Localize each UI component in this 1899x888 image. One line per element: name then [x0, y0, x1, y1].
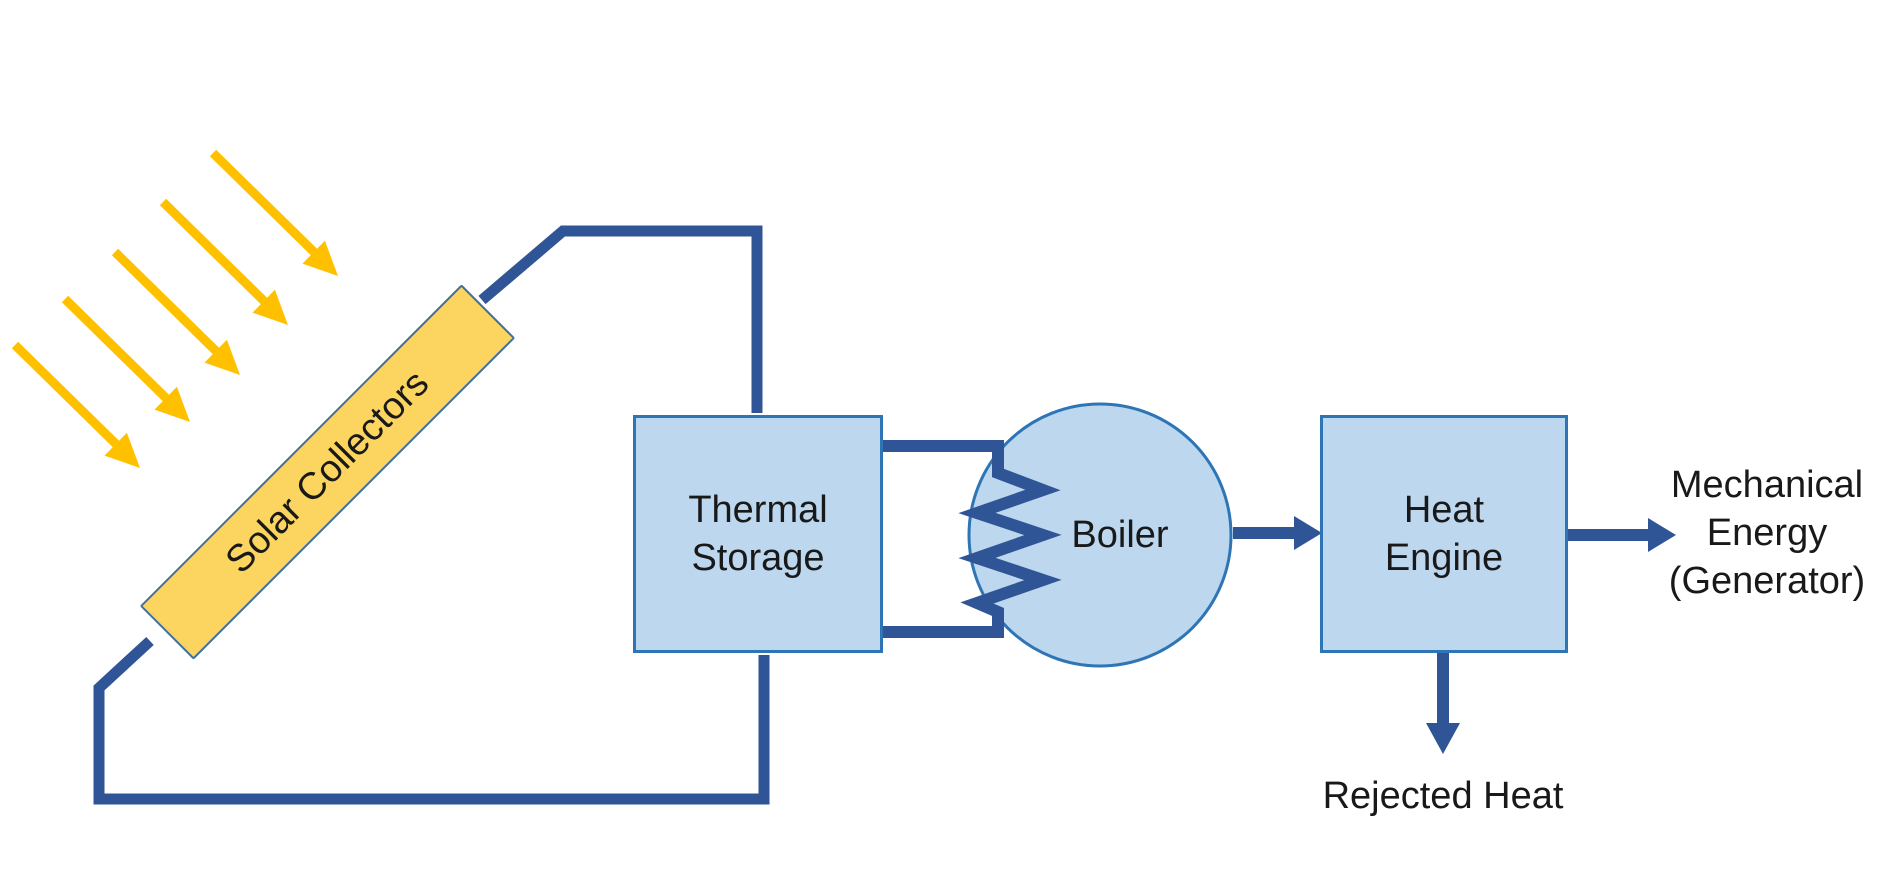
boiler-node: [967, 402, 1233, 668]
pipe-storage-to-boiler-coil: [880, 440, 1062, 638]
arrow-boiler-to-engine: [1233, 516, 1322, 550]
pipe-collector-to-storage: [478, 225, 763, 413]
arrow-engine-to-rejected-heat: [1426, 651, 1460, 754]
thermal-storage-node: Thermal Storage: [633, 415, 883, 653]
boiler-label-container: Boiler: [1020, 511, 1220, 559]
heat-engine-node: Heat Engine: [1320, 415, 1568, 653]
sun-rays: [15, 153, 338, 468]
arrow-engine-to-mechanical-energy: [1566, 518, 1676, 552]
sun-ray-icon: [213, 153, 338, 276]
heat-engine-label: Heat Engine: [1384, 489, 1504, 579]
sun-ray-icon: [115, 252, 240, 375]
pipe-storage-return-loop: [93, 636, 770, 805]
sun-ray-icon: [163, 202, 288, 325]
rejected-heat-label: Rejected Heat: [1322, 775, 1564, 817]
sun-ray-icon: [15, 345, 140, 468]
thermal-storage-label: Thermal Storage: [688, 489, 828, 579]
boiler-label: Boiler: [1071, 514, 1169, 556]
sun-ray-icon: [65, 299, 190, 422]
mechanical-energy-label: Mechanical Energy (Generator): [1668, 464, 1866, 602]
